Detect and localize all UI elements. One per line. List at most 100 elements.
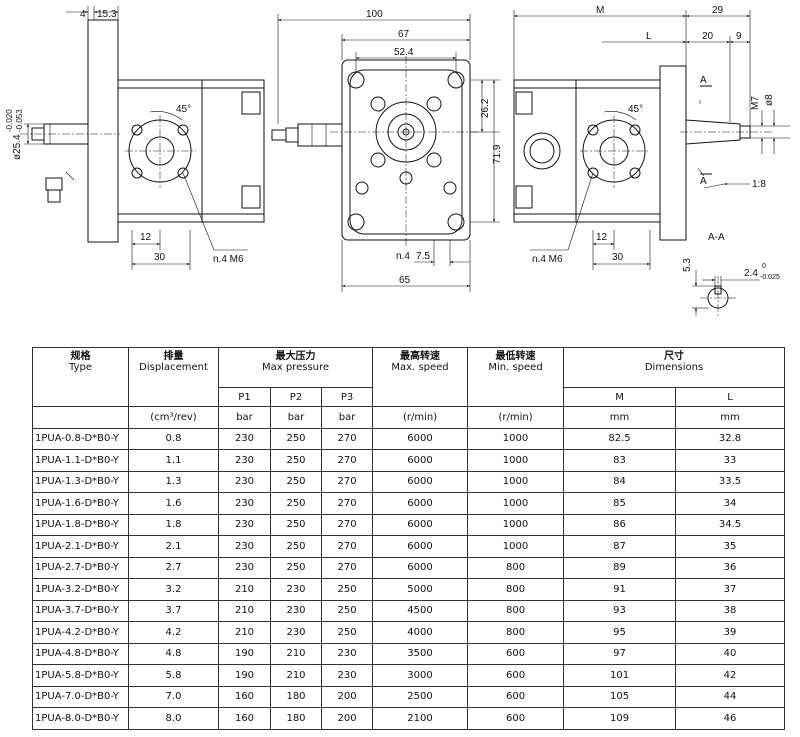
cell-p1: 230 xyxy=(218,470,271,493)
unit-min-speed: (r/min) xyxy=(467,406,565,429)
cell-p1: 230 xyxy=(218,449,271,472)
cell-l: 36 xyxy=(675,556,786,579)
cell-type: 1PUA-1.1-D*B0-Y xyxy=(32,449,129,472)
cell-m: 87 xyxy=(563,535,677,558)
cell-disp: 4.8 xyxy=(128,642,219,665)
cell-mins: 600 xyxy=(467,642,565,665)
dim-30-left: 30 xyxy=(154,252,166,263)
unit-displacement: (cm³/rev) xyxy=(128,406,219,429)
cell-maxs: 6000 xyxy=(372,535,469,558)
right-side-view: M 29 L 20 9 M7 ø8 45° n.4 M6 12 30 1:8 A… xyxy=(513,5,790,270)
cell-p3: 270 xyxy=(320,470,374,493)
cell-disp: 2.1 xyxy=(128,535,219,558)
dim-15-3: 15.3 xyxy=(97,9,117,20)
header-p3: P3 xyxy=(320,387,374,407)
cell-p3: 230 xyxy=(320,664,374,687)
cell-p1: 210 xyxy=(218,599,271,622)
dim-shaft-tol-lower: -0.053 xyxy=(15,109,24,132)
cell-disp: 7.0 xyxy=(128,685,219,708)
cell-l: 33 xyxy=(675,449,786,472)
cell-type: 1PUA-1.6-D*B0-Y xyxy=(32,492,129,515)
cell-m: 101 xyxy=(563,664,677,687)
dim-n4-m6-left: n.4 M6 xyxy=(213,254,244,265)
cell-m: 82.5 xyxy=(563,427,677,450)
dim-7-5: 7.5 xyxy=(416,251,430,262)
cell-mins: 1000 xyxy=(467,535,565,558)
cell-p3: 250 xyxy=(320,599,374,622)
cell-disp: 1.6 xyxy=(128,492,219,515)
cell-l: 35 xyxy=(675,535,786,558)
cell-p2: 210 xyxy=(270,664,322,687)
taper-ratio: 1:8 xyxy=(752,179,766,190)
dim-26-2: 26.2 xyxy=(480,98,491,118)
section-title: A-A xyxy=(708,232,725,243)
cell-disp: 8.0 xyxy=(128,707,219,730)
cell-maxs: 3000 xyxy=(372,664,469,687)
cell-p3: 270 xyxy=(320,427,374,450)
dim-29: 29 xyxy=(712,5,724,16)
dim-2-4: 2.4 xyxy=(744,268,758,279)
dim-5-3: 5.3 xyxy=(682,258,693,272)
section-mark-a-top: A xyxy=(700,75,707,86)
unit-m: mm xyxy=(563,406,677,429)
section-a-a: A-A 5.3 2.4 0 -0.025 xyxy=(682,232,780,318)
cell-mins: 800 xyxy=(467,578,565,601)
left-side-view: 4 15.3 12 30 45° n.4 M6 ø25.4 -0.020 -0.… xyxy=(5,6,265,270)
cell-maxs: 2100 xyxy=(372,707,469,730)
cell-maxs: 3500 xyxy=(372,642,469,665)
cell-m: 93 xyxy=(563,599,677,622)
dim-m7: M7 xyxy=(750,96,761,110)
cell-disp: 0.8 xyxy=(128,427,219,450)
cell-p2: 230 xyxy=(270,599,322,622)
header-m: M xyxy=(563,387,677,407)
cell-l: 34 xyxy=(675,492,786,515)
cell-l: 40 xyxy=(675,642,786,665)
section-mark-a-bottom: A xyxy=(700,176,707,187)
dim-12-right: 12 xyxy=(596,232,608,243)
cell-m: 91 xyxy=(563,578,677,601)
dim-12-left: 12 xyxy=(140,232,152,243)
cell-p2: 250 xyxy=(270,535,322,558)
cell-maxs: 5000 xyxy=(372,578,469,601)
header-l: L xyxy=(675,387,786,407)
cell-disp: 3.2 xyxy=(128,578,219,601)
dim-100: 100 xyxy=(366,9,383,20)
dim-52-4: 52.4 xyxy=(394,47,414,58)
cell-m: 86 xyxy=(563,513,677,536)
cell-p2: 250 xyxy=(270,449,322,472)
dim-65: 65 xyxy=(399,275,411,286)
cell-p2: 230 xyxy=(270,621,322,644)
cell-type: 1PUA-3.7-D*B0-Y xyxy=(32,599,129,622)
cell-mins: 600 xyxy=(467,664,565,687)
cell-p3: 250 xyxy=(320,578,374,601)
cell-maxs: 6000 xyxy=(372,513,469,536)
cell-m: 97 xyxy=(563,642,677,665)
cell-disp: 4.2 xyxy=(128,621,219,644)
dim-m: M xyxy=(596,5,604,16)
dim-71-9: 71.9 xyxy=(492,144,503,164)
dim-9: 9 xyxy=(736,31,742,42)
cell-type: 1PUA-1.8-D*B0-Y xyxy=(32,513,129,536)
cell-p1: 230 xyxy=(218,535,271,558)
dim-l: L xyxy=(646,31,652,42)
angle-45-left: 45° xyxy=(176,104,191,115)
header-p2: P2 xyxy=(270,387,322,407)
cell-maxs: 2500 xyxy=(372,685,469,708)
cell-disp: 1.8 xyxy=(128,513,219,536)
cell-mins: 1000 xyxy=(467,492,565,515)
unit-p2: bar xyxy=(270,406,322,429)
cell-l: 42 xyxy=(675,664,786,687)
cell-type: 1PUA-4.8-D*B0-Y xyxy=(32,642,129,665)
cell-mins: 1000 xyxy=(467,513,565,536)
cell-p3: 270 xyxy=(320,449,374,472)
